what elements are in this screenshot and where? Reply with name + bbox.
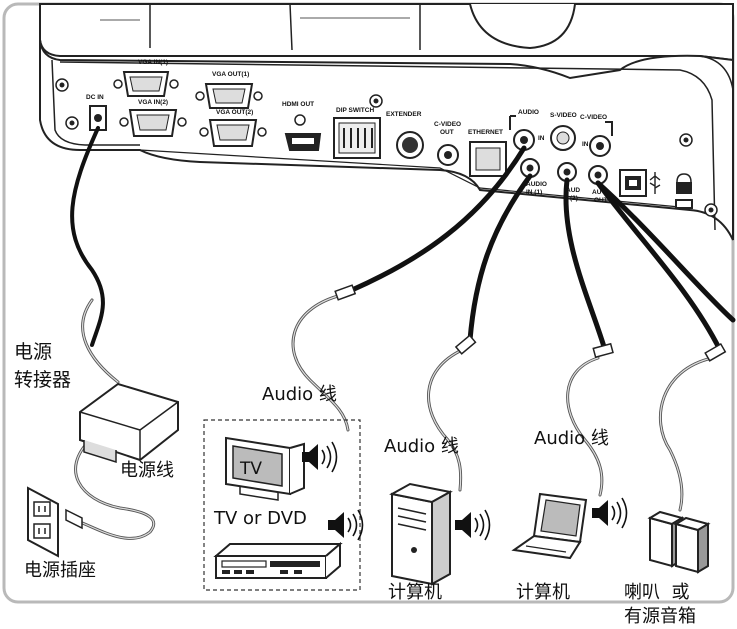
port-label-vga-in-2: VGA IN(2) — [138, 99, 168, 106]
power-cable — [70, 126, 105, 347]
speaker-icon — [328, 509, 364, 541]
computer-label-1: 计算机 — [388, 582, 442, 603]
dip-switch — [333, 117, 381, 159]
security-slot — [675, 199, 693, 209]
port-label-dip-switch: DIP SWITCH — [336, 107, 374, 114]
audio-cable-label-3: Audio 线 — [534, 428, 609, 449]
speaker-icon — [302, 441, 338, 473]
vga-in-2-port — [119, 109, 187, 137]
usb-icon — [649, 172, 661, 194]
audio-cable-3 — [563, 177, 608, 353]
port-label-audio-in-1b: IN (1) — [526, 189, 542, 196]
tv-dvd-box — [203, 419, 361, 591]
power-cord-label: 电源线 — [120, 460, 174, 481]
powered-speakers-icon — [647, 510, 711, 574]
port-label-audio-in-2b: (2) — [570, 195, 578, 202]
power-outlet-icon — [27, 486, 83, 558]
port-label-hdmi-out: HDMI OUT — [282, 101, 314, 108]
laptop-icon — [511, 492, 588, 560]
screw-icon — [55, 78, 718, 217]
port-label-audio-out-b: OUT — [594, 197, 608, 204]
port-label-dc-in: DC IN — [86, 94, 104, 101]
desktop-computer-icon — [389, 482, 453, 586]
power-adapter — [79, 382, 179, 464]
port-label-c-video-out-1: C-VIDEO — [434, 121, 461, 128]
port-label-in-right: IN — [582, 141, 589, 148]
tv-icon — [225, 436, 305, 501]
audio-cable-4 — [595, 180, 723, 353]
port-label-audio-group: AUDIO — [518, 109, 539, 116]
ethernet-port — [469, 141, 507, 177]
speaker-label-1: 喇叭 或 — [624, 582, 689, 603]
speaker-icon — [592, 497, 628, 529]
audio-cable-1 — [349, 145, 527, 293]
audio-cable-2 — [467, 173, 533, 343]
vga-in-1-port — [113, 71, 179, 97]
vga-out-1-port — [195, 83, 263, 109]
port-label-audio-in-2a: AUD — [566, 187, 580, 194]
port-label-ethernet: ETHERNET — [468, 129, 503, 136]
computer-label-2: 计算机 — [516, 582, 570, 603]
port-label-in-left: IN — [538, 135, 545, 142]
port-label-vga-out-1: VGA OUT(1) — [212, 71, 249, 78]
port-label-c-video: C-VIDEO — [580, 114, 607, 121]
audio-cable-label-2: Audio 线 — [384, 436, 459, 457]
cables — [70, 126, 736, 540]
usb-port — [619, 169, 647, 197]
power-outlet-label: 电源插座 — [24, 560, 96, 581]
port-label-extender: EXTENDER — [386, 111, 422, 118]
speaker-icon — [455, 509, 491, 541]
port-label-vga-out-2: VGA OUT(2) — [216, 109, 253, 116]
tv-screen-label: TV — [239, 459, 262, 479]
power-adapter-label-1: 电源 — [14, 341, 52, 363]
port-label-s-video: S-VIDEO — [550, 112, 577, 119]
port-label-audio-out-a: AU — [592, 189, 602, 196]
device-back-panel: DC IN VGA IN(1) VGA IN(2) VGA OUT(1) VGA… — [39, 3, 734, 241]
speaker-label-2: 有源音箱 — [624, 606, 696, 627]
lock-icon — [676, 173, 692, 194]
tv-or-dvd-label: TV or DVD — [213, 508, 307, 529]
power-adapter-label-2: 转接器 — [14, 369, 71, 391]
audio-cable-label-1: Audio 线 — [262, 384, 337, 405]
port-label-vga-in-1: VGA IN(1) — [138, 59, 168, 66]
port-label-c-video-out-2: OUT — [440, 129, 454, 136]
port-label-audio-in-1a: AUDIO — [526, 181, 547, 188]
dvd-player-icon — [213, 541, 343, 579]
vga-out-2-port — [199, 119, 267, 147]
